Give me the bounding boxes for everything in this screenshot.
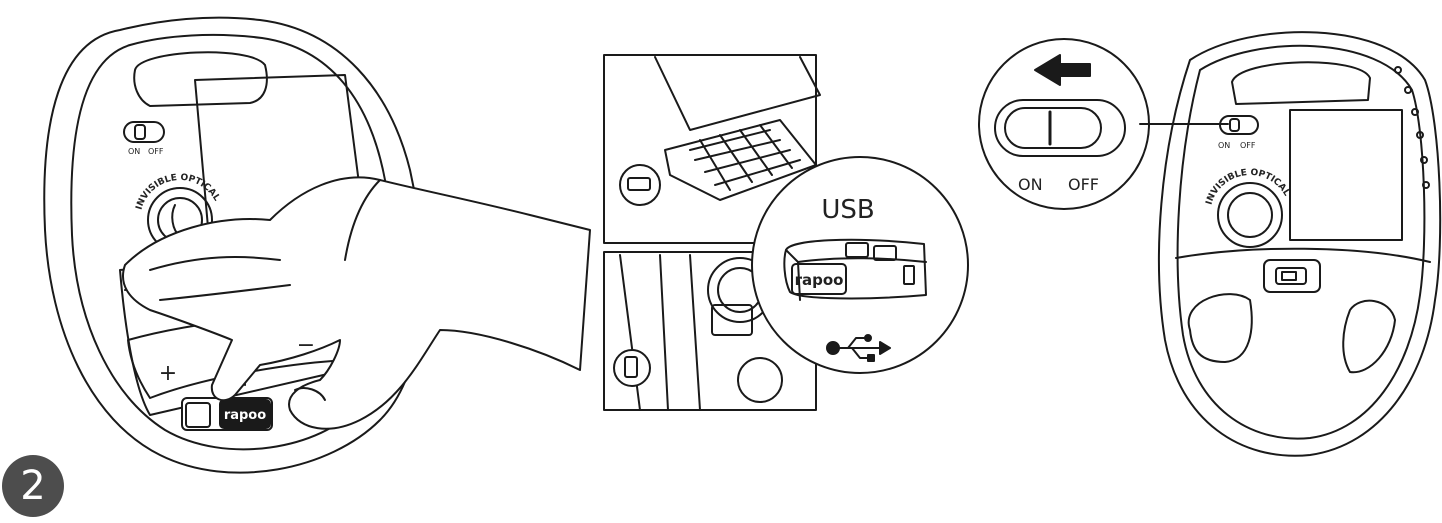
- mouse-top-tab: [133, 51, 268, 107]
- switch-label-off-left: OFF: [148, 147, 164, 156]
- laptop-panel: [603, 54, 817, 244]
- receiver-brand-large: rapoo: [795, 271, 844, 289]
- switch-label-on: ON: [1018, 175, 1043, 194]
- left-foot-pad: [1187, 293, 1253, 363]
- arrow-left-icon: [1034, 54, 1091, 86]
- switch-label-on-right: ON: [1218, 141, 1230, 150]
- battery-indicator-slot: [1263, 259, 1321, 293]
- usb-receiver: [783, 238, 927, 300]
- right-optical-sensor: [1217, 182, 1283, 248]
- right-power-switch: [1219, 115, 1259, 135]
- desktop-receiver-callout: [613, 349, 651, 387]
- switch-label-on-left: ON: [128, 147, 140, 156]
- battery-tray: [119, 249, 346, 416]
- battery-minus-sign: −: [297, 333, 315, 358]
- computer-connection-figure: [603, 54, 969, 411]
- laptop-receiver-callout: [619, 164, 661, 206]
- right-mouse-shell: [1158, 31, 1442, 457]
- hand: [122, 176, 591, 430]
- usb-symbol-icon: [826, 341, 840, 355]
- receiver-brand-small: rapoo: [224, 408, 266, 423]
- right-label-panel: [1289, 109, 1403, 241]
- switch-label-off-right: OFF: [1240, 141, 1256, 150]
- mouse-battery-compartment-figure: [43, 16, 591, 474]
- switch-label-off: OFF: [1068, 175, 1099, 194]
- power-switch: [123, 121, 165, 143]
- battery-plus-sign: +: [159, 361, 177, 386]
- step-number-badge: 2: [2, 455, 64, 517]
- power-switch-figure: [978, 31, 1442, 457]
- switch-housing: [994, 99, 1126, 157]
- mouse-outer-shell: [43, 16, 424, 474]
- receiver-brand-plate: [791, 263, 847, 295]
- laptop-screen: [654, 56, 821, 131]
- right-mouse-tab: [1231, 61, 1371, 105]
- right-foot-pad: [1342, 299, 1396, 374]
- usb-label: USB: [821, 195, 874, 225]
